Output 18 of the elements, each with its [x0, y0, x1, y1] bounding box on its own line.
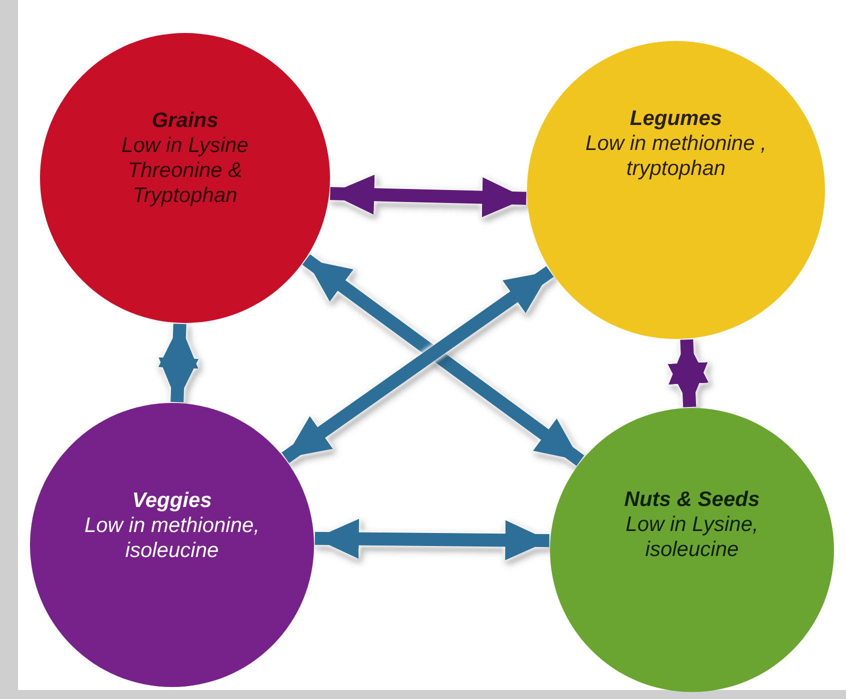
- circle-node: [549, 407, 835, 693]
- node-title: Nuts & Seeds: [623, 487, 761, 512]
- node-description: Low in Lysine, isoleucine: [624, 512, 760, 562]
- circle-node: [526, 40, 826, 340]
- double-headed-arrow: [302, 254, 584, 466]
- double-headed-arrow: [282, 266, 554, 464]
- circle-node: [39, 32, 331, 324]
- double-headed-arrow: [158, 324, 199, 402]
- node-title: Veggies: [131, 488, 213, 513]
- double-headed-arrow: [314, 518, 550, 560]
- circle-node: [29, 402, 315, 688]
- node-description: Low in Lysine Threonine & Tryptophan: [120, 132, 250, 208]
- node-title: Legumes: [628, 106, 724, 131]
- node-description: Low in methionine , tryptophan: [584, 131, 768, 181]
- double-headed-arrow: [330, 174, 526, 218]
- node-title: Grains: [150, 108, 220, 133]
- node-description: Low in methionine, isoleucine: [83, 512, 261, 563]
- double-headed-arrow: [668, 339, 709, 408]
